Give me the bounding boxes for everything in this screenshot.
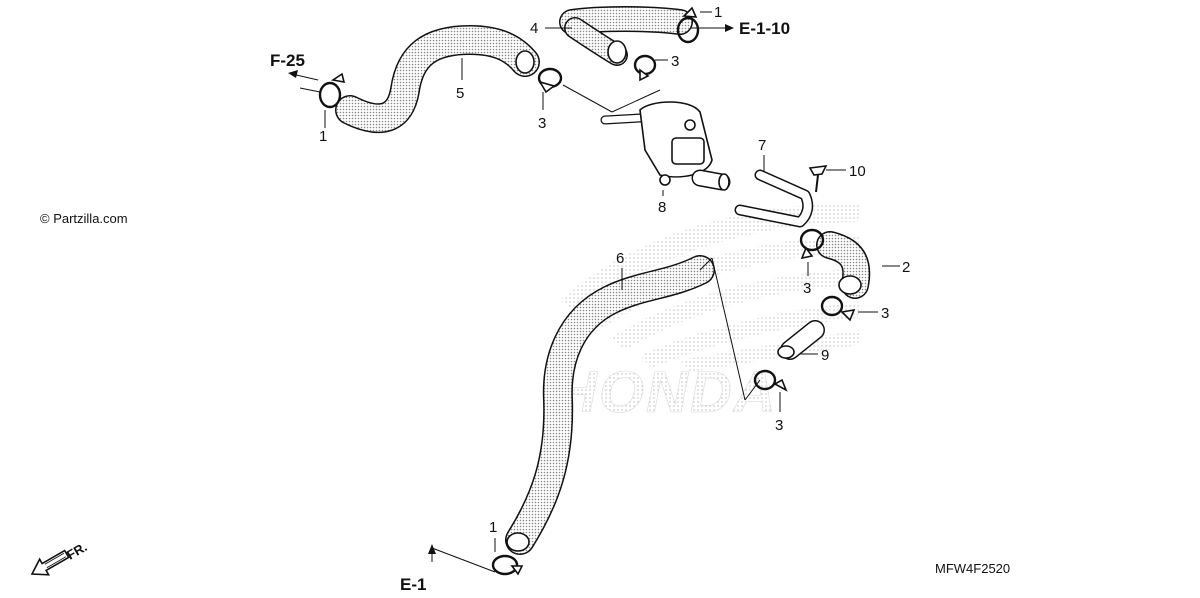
callout-9: 9 bbox=[821, 347, 829, 364]
callout-3-top-right: 3 bbox=[671, 53, 679, 70]
callout-10: 10 bbox=[849, 163, 866, 180]
clamp-3-right[interactable] bbox=[820, 295, 856, 322]
hose-2[interactable] bbox=[816, 231, 871, 299]
ref-label-f25: F-25 bbox=[270, 51, 305, 70]
clamp-3-mid-right[interactable] bbox=[799, 228, 825, 260]
clamp-3-top-right[interactable] bbox=[633, 54, 657, 82]
clamp-1-left[interactable] bbox=[318, 72, 346, 109]
callout-3-mid: 3 bbox=[803, 280, 811, 297]
callout-1-bottom: 1 bbox=[489, 519, 497, 536]
callout-7: 7 bbox=[758, 137, 766, 154]
arrow-e1-icon bbox=[428, 544, 436, 554]
copyright-text: © Partzilla.com bbox=[40, 211, 128, 226]
pipe-7[interactable] bbox=[734, 169, 814, 228]
callout-8: 8 bbox=[658, 199, 666, 216]
joint-9[interactable] bbox=[777, 320, 825, 360]
arrow-f25-icon bbox=[288, 70, 319, 81]
callout-5: 5 bbox=[456, 85, 464, 102]
diagram-code: MFW4F2520 bbox=[935, 561, 1010, 576]
bolt-10[interactable] bbox=[808, 165, 828, 193]
air-injection-valve-8[interactable] bbox=[600, 101, 731, 191]
callout-4: 4 bbox=[530, 20, 538, 37]
callout-3-right: 3 bbox=[881, 305, 889, 322]
watermark-brand-text: HONDA bbox=[555, 360, 778, 425]
clamp-3-upper[interactable] bbox=[537, 67, 563, 94]
hose-5[interactable] bbox=[335, 25, 540, 134]
ref-label-e110: E-1-10 bbox=[739, 19, 790, 38]
hose-6[interactable] bbox=[505, 255, 715, 555]
front-direction-text: FR. bbox=[64, 539, 90, 562]
front-direction-arrow-icon bbox=[30, 549, 70, 576]
callout-3-upper: 3 bbox=[538, 115, 546, 132]
ref-label-e1: E-1 bbox=[400, 575, 426, 594]
clamp-3-lower[interactable] bbox=[753, 369, 788, 392]
clamp-1-bottom[interactable] bbox=[491, 554, 524, 576]
callout-3-lower: 3 bbox=[775, 417, 783, 434]
arrow-e110-icon bbox=[712, 24, 734, 32]
clamp-1-top[interactable] bbox=[676, 6, 700, 44]
leader-lines bbox=[299, 11, 900, 573]
callout-1-top: 1 bbox=[714, 4, 722, 21]
callout-2: 2 bbox=[902, 259, 910, 276]
callout-6: 6 bbox=[616, 250, 624, 267]
callout-1-left: 1 bbox=[319, 128, 327, 145]
hose-4[interactable] bbox=[559, 6, 693, 66]
